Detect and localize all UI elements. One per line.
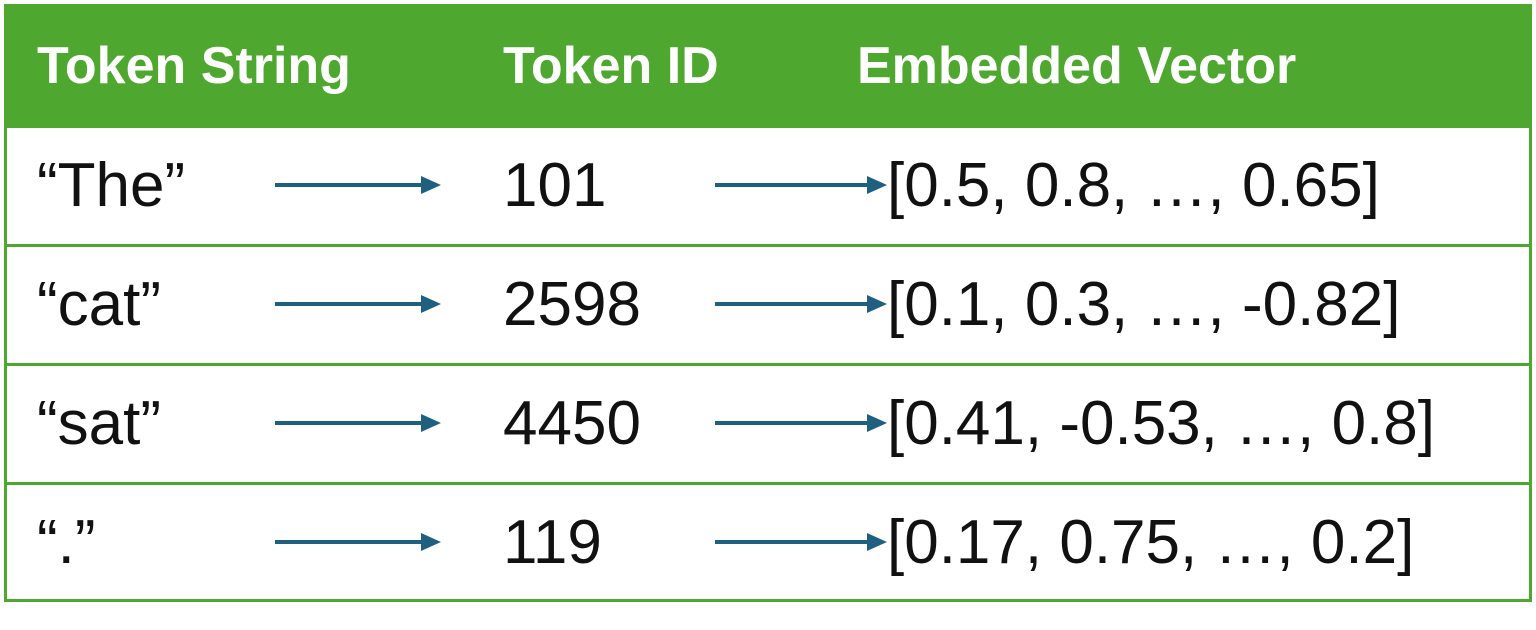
header-token-string: Token String	[37, 37, 351, 95]
token-string-cell: “sat”	[37, 389, 161, 458]
embedding-table: Token String Token ID Embedded Vector “T…	[4, 4, 1532, 602]
table-row: “The” 101 [0.5, 0.8, …, 0.65]	[7, 125, 1529, 244]
table-header: Token String Token ID Embedded Vector	[7, 7, 1529, 125]
table-row: “.” 119 [0.17, 0.75, …, 0.2]	[7, 482, 1529, 601]
right-arrow-icon	[715, 295, 887, 313]
right-arrow-icon	[275, 176, 441, 194]
right-arrow-icon	[715, 533, 887, 551]
right-arrow-icon	[715, 176, 887, 194]
token-string-cell: “.”	[37, 508, 96, 577]
token-id-cell: 119	[503, 508, 602, 577]
table-row: “cat” 2598 [0.1, 0.3, …, -0.82]	[7, 244, 1529, 363]
embedded-vector-cell: [0.41, -0.53, …, 0.8]	[887, 389, 1435, 458]
right-arrow-icon	[715, 414, 887, 432]
right-arrow-icon	[275, 295, 441, 313]
right-arrow-icon	[275, 533, 441, 551]
token-id-cell: 2598	[503, 270, 641, 339]
header-embedded-vector: Embedded Vector	[857, 37, 1297, 95]
header-token-id: Token ID	[503, 37, 719, 95]
embedded-vector-cell: [0.17, 0.75, …, 0.2]	[887, 508, 1415, 577]
token-string-cell: “cat”	[37, 270, 161, 339]
token-id-cell: 101	[503, 151, 607, 220]
embedded-vector-cell: [0.5, 0.8, …, 0.65]	[887, 151, 1380, 220]
embedded-vector-cell: [0.1, 0.3, …, -0.82]	[887, 270, 1401, 339]
token-id-cell: 4450	[503, 389, 641, 458]
table-row: “sat” 4450 [0.41, -0.53, …, 0.8]	[7, 363, 1529, 482]
right-arrow-icon	[275, 414, 441, 432]
token-string-cell: “The”	[37, 151, 186, 220]
